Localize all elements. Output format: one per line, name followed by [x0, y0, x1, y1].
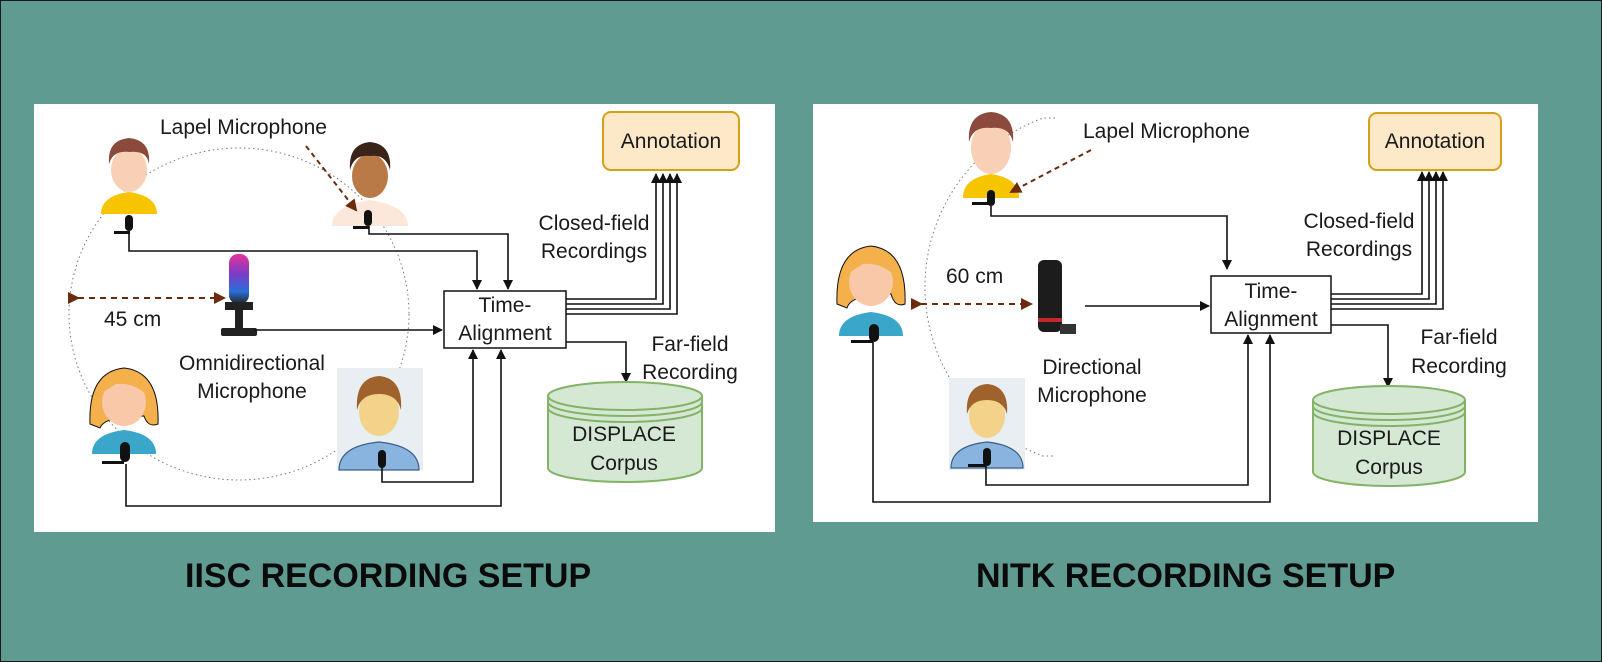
annotation-box: [1368, 112, 1502, 171]
mic-label-line1: Omnidirectional: [179, 352, 325, 375]
lapel-mic-icon: [851, 324, 879, 343]
annotation-label: Annotation: [621, 130, 721, 153]
lapel-mic-icon: [353, 210, 372, 229]
closed-field-line1: Closed-field: [1304, 210, 1415, 233]
far-field-line2: Recording: [642, 361, 738, 384]
time-alignment-line2: Alignment: [458, 322, 552, 345]
closed-field-line1: Closed-field: [539, 212, 650, 235]
iisc-setup-panel: Lapel Microphone 45 cm Omnidirectional M…: [34, 104, 775, 532]
far-field-line2: Recording: [1411, 355, 1507, 378]
mic-label-line2: Microphone: [1037, 384, 1147, 407]
speaker-circle: [68, 147, 410, 481]
displace-corpus-cylinder: [1312, 385, 1466, 487]
distance-label: 60 cm: [946, 265, 1003, 288]
lapel-mic-icon: [972, 190, 995, 206]
speaker-left-icon: [836, 245, 906, 336]
distance-label: 45 cm: [104, 308, 161, 331]
lapel-pointer-arrow: [305, 145, 358, 212]
far-field-line1: Far-field: [1420, 326, 1497, 349]
lapel-pointer-arrow: [1009, 149, 1092, 193]
closed-field-line2: Recordings: [541, 240, 647, 263]
annotation-label: Annotation: [1385, 130, 1485, 153]
annotation-box: [602, 111, 740, 171]
lapel-mic-icon: [102, 442, 130, 464]
corpus-line1: DISPLACE: [572, 423, 676, 446]
corpus-line2: Corpus: [590, 452, 658, 475]
displace-corpus-cylinder: [547, 381, 703, 483]
closed-field-line2: Recordings: [1306, 238, 1412, 261]
time-alignment-line1: Time-: [1245, 280, 1298, 303]
time-alignment-line1: Time-: [479, 294, 532, 317]
speaker-top-icon: [963, 112, 1019, 198]
nitk-setup-panel: Lapel Microphone 60 cm Directional Micro…: [813, 104, 1538, 522]
mic-label-line1: Directional: [1042, 356, 1141, 379]
far-field-line1: Far-field: [651, 333, 728, 356]
speaker-bottom-left-icon: [89, 367, 159, 454]
lapel-mic-icon: [378, 450, 386, 468]
speaker-top-left-icon: [101, 138, 157, 214]
corpus-line1: DISPLACE: [1337, 427, 1441, 450]
lapel-label: Lapel Microphone: [1083, 120, 1250, 143]
lapel-mic-icon: [114, 215, 133, 234]
lapel-label: Lapel Microphone: [160, 116, 327, 139]
nitk-diagram: Lapel Microphone 60 cm Directional Micro…: [836, 112, 1507, 503]
iisc-setup-title: IISC RECORDING SETUP: [185, 557, 592, 595]
time-alignment-box: [443, 290, 567, 349]
mic-label-line2: Microphone: [197, 380, 307, 403]
microphone-icon: [1038, 260, 1076, 334]
corpus-line2: Corpus: [1355, 456, 1423, 479]
nitk-setup-title: NITK RECORDING SETUP: [976, 557, 1396, 595]
time-alignment-line2: Alignment: [1224, 308, 1318, 331]
microphone-icon: [221, 254, 257, 336]
iisc-diagram: Lapel Microphone 45 cm Omnidirectional M…: [68, 111, 740, 507]
lapel-mic-icon: [968, 448, 991, 467]
